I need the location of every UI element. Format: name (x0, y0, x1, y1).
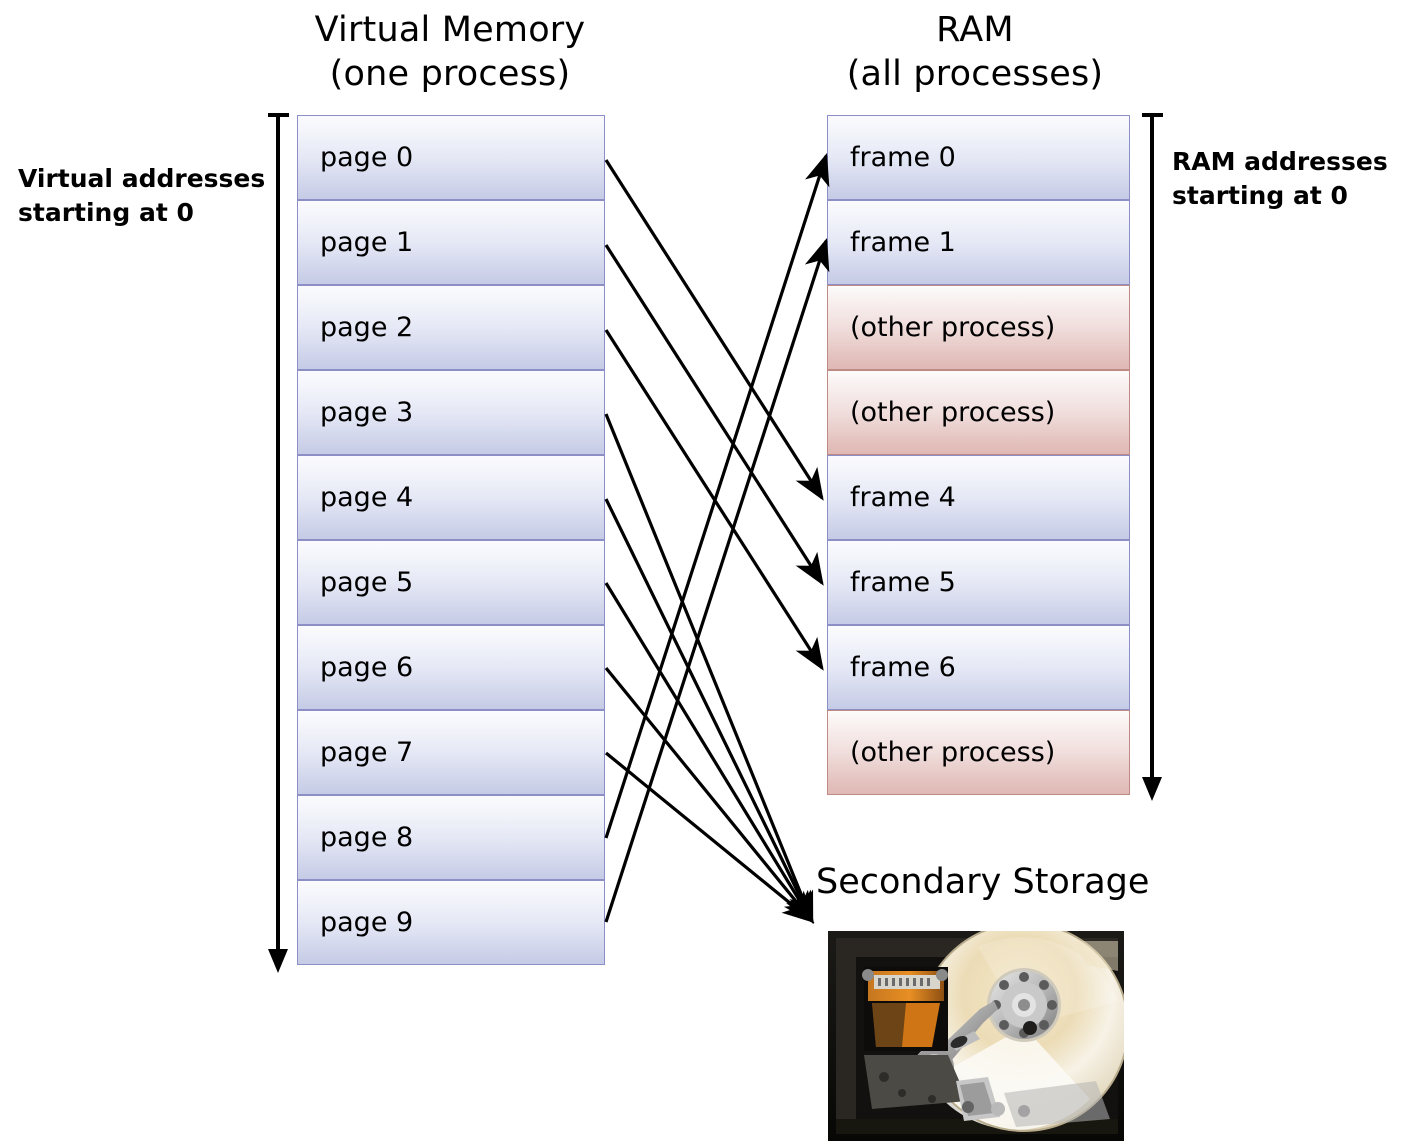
frame-cell[interactable]: (other process) (827, 370, 1130, 455)
page-cell-label: page 2 (320, 312, 414, 343)
mapping-arrow (604, 244, 824, 586)
frame-cell-label: frame 0 (850, 142, 956, 173)
page-cell-label: page 4 (320, 482, 414, 513)
page-cell-label: page 5 (320, 567, 414, 598)
mapping-arrow (604, 413, 814, 924)
frame-cell[interactable]: frame 5 (827, 540, 1130, 625)
ram-addresses-label: RAM addresses starting at 0 (1172, 147, 1388, 210)
page-cell[interactable]: page 9 (297, 880, 605, 965)
frame-cell[interactable]: (other process) (827, 285, 1130, 370)
frame-cell-label: (other process) (850, 312, 1056, 343)
page-cell[interactable]: page 8 (297, 795, 605, 880)
mapping-arrow (604, 582, 814, 924)
mapping-arrow (604, 152, 830, 839)
page-cell-label: page 8 (320, 822, 414, 853)
page-cell[interactable]: page 5 (297, 540, 605, 625)
virtual-addresses-label: Virtual addresses starting at 0 (18, 164, 266, 227)
page-cell-label: page 7 (320, 737, 414, 768)
mapping-arrow (604, 751, 815, 924)
page-cell-label: page 1 (320, 227, 414, 258)
frame-cell-label: frame 1 (850, 227, 956, 258)
hard-disk-drive-photo (828, 931, 1124, 1141)
page-cell[interactable]: page 4 (297, 455, 605, 540)
mapping-arrow (604, 666, 815, 924)
ram-column: frame 0 frame 1 (other process) (other proc… (827, 115, 1130, 795)
bracket-stem (276, 113, 280, 951)
secondary-storage-title: Secondary Storage (816, 862, 1150, 902)
mapping-arrow (604, 498, 814, 924)
bracket-stem (1150, 113, 1154, 779)
frame-cell[interactable]: frame 1 (827, 200, 1130, 285)
bracket-arrowhead (268, 949, 288, 973)
mapping-arrow (604, 159, 824, 501)
page-cell[interactable]: page 3 (297, 370, 605, 455)
frame-cell[interactable]: frame 4 (827, 455, 1130, 540)
bracket-arrowhead (1142, 777, 1162, 801)
ram-range-bracket (1142, 113, 1164, 801)
page-cell-label: page 9 (320, 907, 414, 938)
ram-title: RAM (all processes) (846, 10, 1104, 94)
frame-cell-label: frame 5 (850, 567, 956, 598)
frame-cell-label: (other process) (850, 737, 1056, 768)
page-cell[interactable]: page 7 (297, 710, 605, 795)
page-cell-label: page 6 (320, 652, 414, 683)
frame-cell[interactable]: frame 6 (827, 625, 1130, 710)
mapping-arrow (604, 237, 830, 923)
page-cell[interactable]: page 0 (297, 115, 605, 200)
frame-cell-label: (other process) (850, 397, 1056, 428)
page-cell[interactable]: page 1 (297, 200, 605, 285)
virtual-memory-range-bracket (268, 113, 290, 973)
mapping-arrow (604, 329, 824, 671)
virtual-memory-column: page 0 page 1 page 2 page 3 page 4 page 5 page… (297, 115, 605, 965)
frame-cell[interactable]: (other process) (827, 710, 1130, 795)
frame-cell[interactable]: frame 0 (827, 115, 1130, 200)
virtual-memory-title: Virtual Memory (one process) (314, 10, 586, 94)
page-cell[interactable]: page 6 (297, 625, 605, 710)
page-cell[interactable]: page 2 (297, 285, 605, 370)
frame-cell-label: frame 6 (850, 652, 956, 683)
page-cell-label: page 0 (320, 142, 414, 173)
frame-cell-label: frame 4 (850, 482, 956, 513)
page-cell-label: page 3 (320, 397, 414, 428)
